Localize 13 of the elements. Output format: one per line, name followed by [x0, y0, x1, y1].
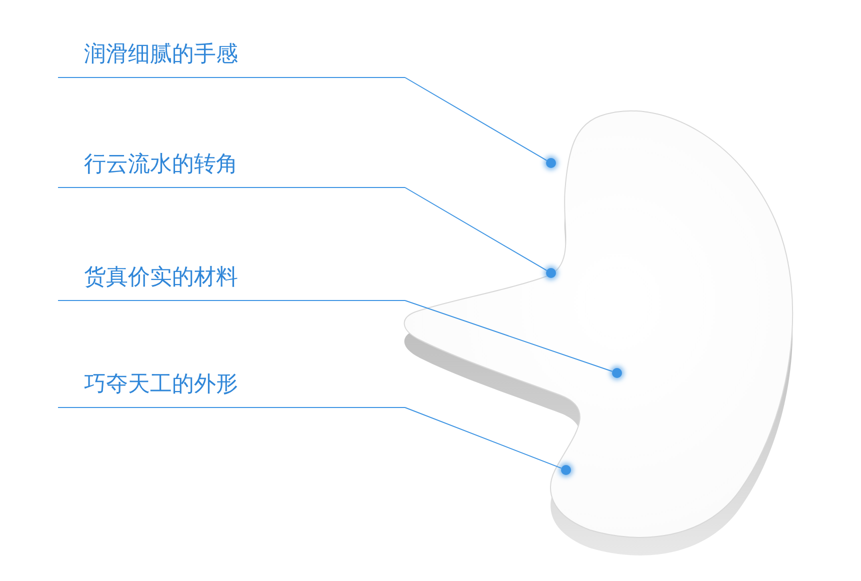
leader-line	[404, 407, 562, 469]
feature-label: 货真价实的材料	[84, 265, 238, 290]
feature-label: 润滑细腻的手感	[84, 42, 238, 67]
feature-label: 巧夺天工的外形	[84, 372, 238, 397]
leader-line	[404, 300, 613, 372]
leader-line	[404, 187, 548, 271]
marker-dot	[546, 268, 556, 278]
label-underline	[58, 40, 405, 78]
feature-label: 行云流水的转角	[84, 152, 238, 177]
label-underline	[58, 263, 405, 301]
label-underline	[58, 150, 405, 188]
leader-line	[404, 77, 548, 161]
marker-dot	[546, 158, 556, 168]
